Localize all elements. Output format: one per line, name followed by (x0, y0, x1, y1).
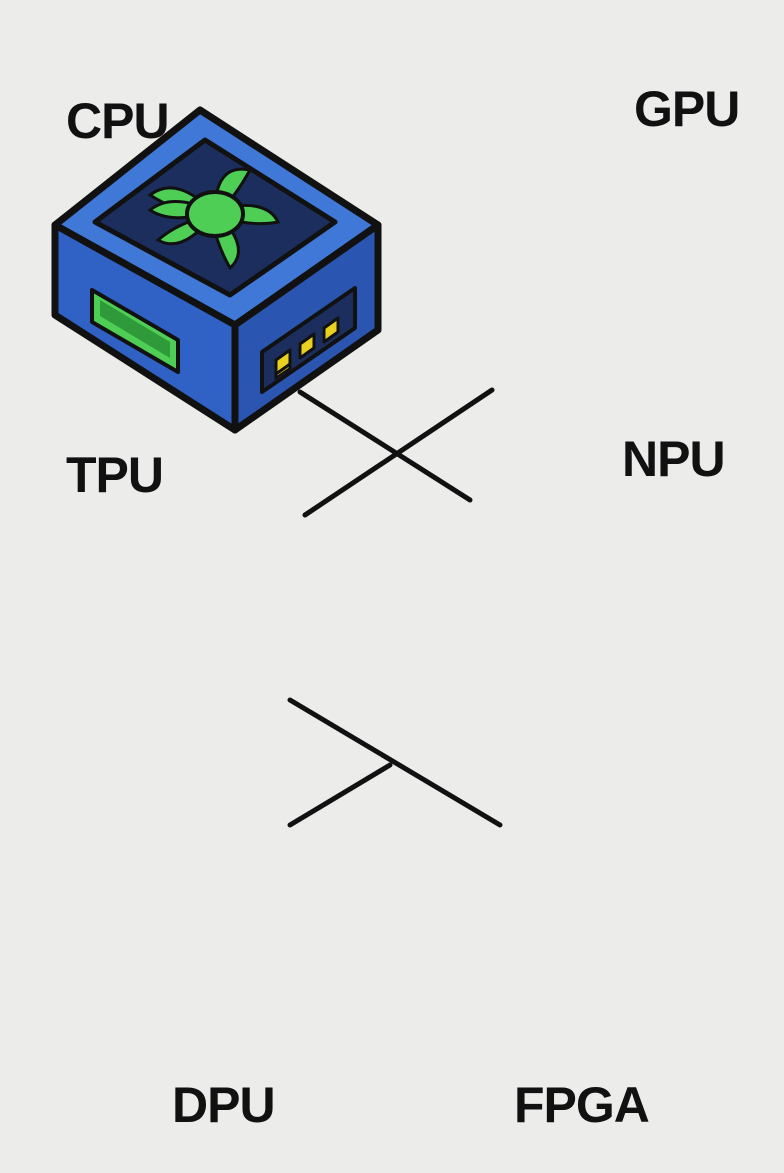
edge-gpu-tpu (302, 387, 495, 518)
label-gpu: GPU (634, 81, 740, 137)
edge-cpu-npu (297, 389, 473, 503)
edge-dpu-fpga (287, 762, 393, 828)
label-dpu: DPU (172, 1077, 276, 1133)
cpu-fan-box-icon (51, 106, 382, 434)
label-fpga: FPGA (514, 1077, 650, 1133)
edge-tpu-fpga (287, 697, 503, 828)
connectors (287, 387, 503, 828)
label-cpu: CPU (66, 93, 170, 149)
label-tpu: TPU (66, 447, 164, 503)
label-npu: NPU (622, 431, 726, 487)
